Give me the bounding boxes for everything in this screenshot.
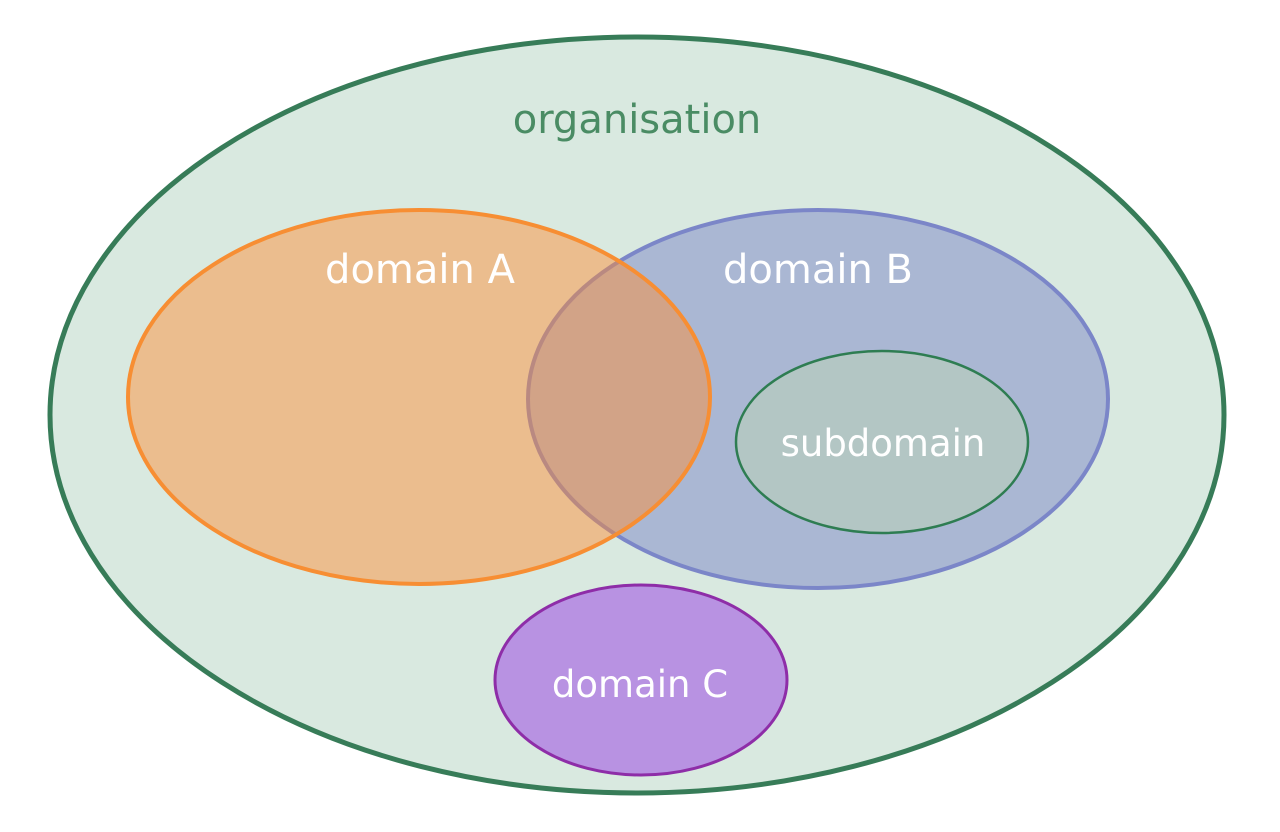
domain-a-label: domain A — [325, 247, 516, 293]
subdomain-ellipse — [734, 349, 1030, 535]
domain-a-ellipse — [126, 208, 712, 586]
domain-c-ellipse — [493, 583, 789, 777]
domain-c-label: domain C — [552, 663, 728, 706]
domain-b-label: domain B — [723, 247, 913, 293]
subdomain-label: subdomain — [781, 422, 986, 465]
organisation-label: organisation — [513, 97, 762, 143]
